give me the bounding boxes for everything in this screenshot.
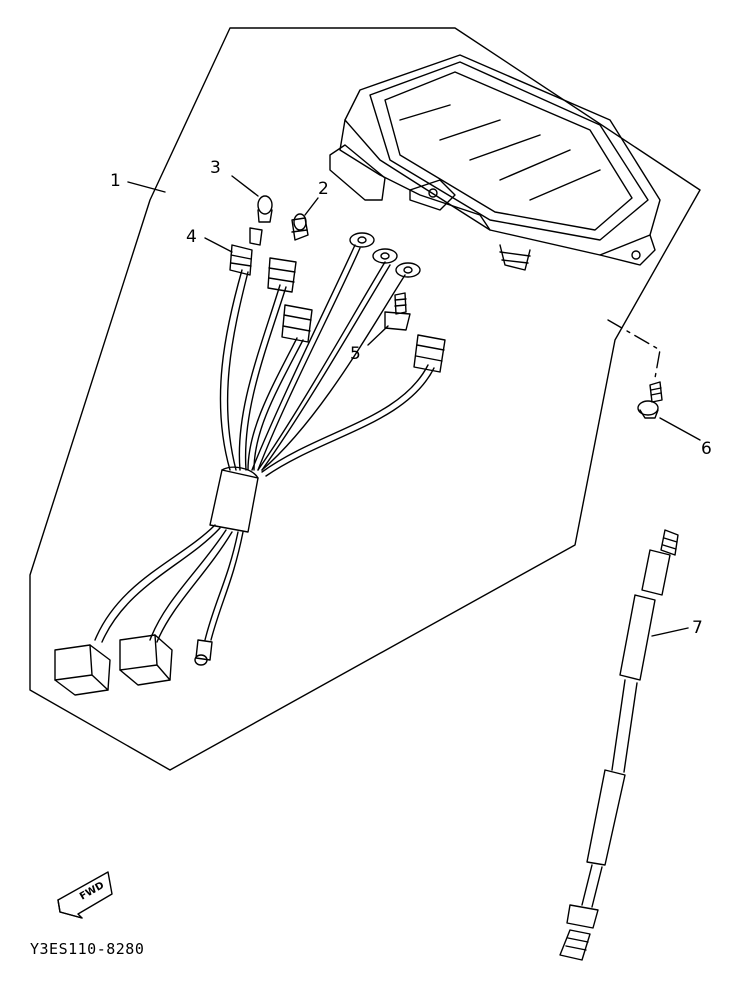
socket-5: [385, 293, 410, 330]
leader-3: [232, 176, 258, 196]
screw-leader-line: [608, 320, 660, 378]
forward-arrow-icon: FWD: [58, 872, 112, 918]
leader-1: [128, 182, 165, 192]
callout-5: 5: [350, 344, 361, 364]
bulb-2: [292, 214, 308, 240]
leader-5: [368, 326, 388, 345]
callout-7: 7: [692, 618, 703, 638]
assembly-outline: [30, 28, 700, 770]
leader-4: [205, 238, 232, 252]
callout-4: 4: [186, 227, 197, 247]
speedometer-unit: [330, 55, 660, 270]
callout-3: 3: [210, 158, 221, 178]
bulb-3: [250, 196, 272, 245]
leader-6: [660, 418, 700, 440]
callout-6: 6: [701, 439, 712, 459]
speedometer-cable: [560, 530, 678, 960]
drawing-code: Y3ES110-8280: [30, 940, 145, 958]
leader-7: [652, 628, 688, 636]
callout-2: 2: [318, 179, 329, 199]
leader-2: [305, 198, 318, 215]
callout-1: 1: [110, 171, 121, 191]
wire-harness: [55, 233, 445, 695]
screw: [638, 382, 662, 418]
